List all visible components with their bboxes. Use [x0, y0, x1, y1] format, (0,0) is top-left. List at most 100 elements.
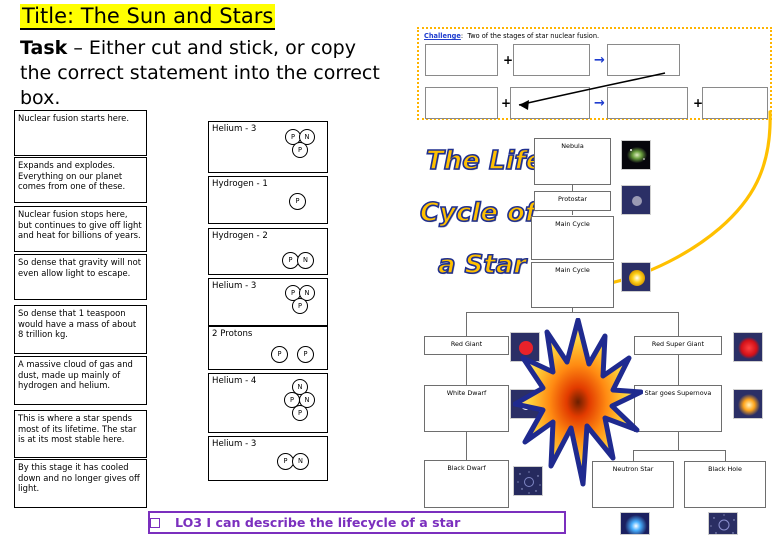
wordart-line-3: a Star: [437, 250, 527, 280]
statement-text: A massive cloud of gas and dust, made up…: [18, 359, 133, 391]
atom-box-2-protons[interactable]: 2 Protons P P: [208, 326, 328, 370]
statement-text: Nuclear fusion stops here, but continues…: [18, 209, 142, 241]
black-dwarf-image: [513, 466, 543, 496]
connector-line: [678, 312, 680, 336]
atom-box-helium-3b[interactable]: Helium - 3 P N P: [208, 278, 328, 326]
challenge-answer-box[interactable]: [425, 87, 498, 119]
atom-box-helium-3a[interactable]: Helium - 3 P N P: [208, 121, 328, 173]
neutron-circle: N: [297, 252, 314, 269]
black-hole-image: [708, 512, 738, 535]
connector-line: [633, 450, 726, 452]
statement-box[interactable]: Expands and explodes. Everything on our …: [14, 157, 147, 203]
challenge-answer-box[interactable]: [607, 44, 680, 76]
connector-line: [572, 185, 574, 191]
flow-box-black-dwarf[interactable]: Black Dwarf: [424, 460, 509, 508]
plus-sign: +: [501, 96, 512, 110]
statement-box[interactable]: By this stage it has cooled down and no …: [14, 459, 147, 508]
atom-box-hydrogen-2[interactable]: Hydrogen - 2 P N: [208, 228, 328, 275]
flow-box-neutron-star[interactable]: Neutron Star: [592, 461, 674, 508]
atom-box-hydrogen-1[interactable]: Hydrogen - 1 P: [208, 176, 328, 224]
connector-line: [466, 355, 468, 385]
wordart-line-1: The Life: [425, 146, 544, 176]
challenge-answer-box[interactable]: [513, 44, 590, 76]
connector-line: [633, 450, 635, 461]
atom-label: Hydrogen - 2: [212, 231, 268, 241]
explosion-starburst-icon: [513, 318, 643, 487]
flow-box-label: Black Dwarf: [447, 464, 486, 472]
page-title: Title: The Sun and Stars: [20, 4, 276, 30]
connector-line: [678, 432, 680, 450]
statement-box[interactable]: A massive cloud of gas and dust, made up…: [14, 356, 147, 405]
supernova-image: [733, 389, 763, 419]
challenge-prompt: Two of the stages of star nuclear fusion…: [467, 32, 600, 40]
connector-line: [725, 450, 727, 461]
flow-box-black-hole[interactable]: Black Hole: [684, 461, 766, 508]
flow-box-label: Red Super Giant: [651, 340, 705, 348]
flow-box-label: Main Cycle: [555, 220, 590, 228]
atom-label: Helium - 3: [212, 124, 257, 134]
nebula-image: [621, 140, 651, 170]
flow-box-protostar[interactable]: Protostar: [534, 191, 611, 211]
atom-box-helium-3c[interactable]: Helium - 3 P N: [208, 436, 328, 481]
challenge-panel: Challenge: Two of the stages of star nuc…: [417, 27, 772, 120]
learning-objective-bar: LO3 I can describe the lifecycle of a st…: [148, 511, 566, 534]
connector-line: [466, 312, 468, 336]
flow-box-supernova[interactable]: Star goes Supernova: [634, 385, 722, 432]
flow-box-main-cycle-1[interactable]: Main Cycle: [531, 216, 614, 260]
flow-box-label: Black Hole: [708, 465, 742, 473]
flow-box-red-super-giant[interactable]: Red Super Giant: [634, 336, 722, 355]
statement-text: By this stage it has cooled down and no …: [18, 462, 140, 494]
atom-label: Hydrogen - 1: [212, 179, 268, 189]
statement-text: Expands and explodes. Everything on our …: [18, 160, 126, 192]
statement-text: Nuclear fusion starts here.: [18, 113, 130, 123]
statement-box[interactable]: Nuclear fusion stops here, but continues…: [14, 206, 147, 252]
flow-box-nebula[interactable]: Nebula: [534, 138, 611, 185]
flow-box-red-giant[interactable]: Red Giant: [424, 336, 509, 355]
proton-circle: P: [292, 298, 308, 314]
statement-text: So dense that 1 teaspoon would have a ma…: [18, 308, 137, 340]
atom-label: Helium - 4: [212, 376, 257, 386]
flow-box-label: Main Cycle: [555, 266, 590, 274]
statement-box[interactable]: So dense that gravity will not even allo…: [14, 254, 147, 300]
proton-circle: P: [271, 346, 288, 363]
proton-circle: P: [297, 346, 314, 363]
checkbox-icon[interactable]: [150, 517, 160, 528]
flow-box-main-cycle-2[interactable]: Main Cycle: [531, 262, 614, 308]
task-label: Task: [20, 37, 68, 59]
arrow-icon: →: [594, 96, 605, 111]
atom-label: 2 Protons: [212, 329, 253, 339]
statement-box[interactable]: So dense that 1 teaspoon would have a ma…: [14, 305, 147, 354]
neutron-circle: N: [292, 453, 309, 470]
flow-box-label: Red Giant: [450, 340, 483, 348]
task-text: – Either cut and stick, or copy the corr…: [20, 37, 380, 109]
statement-text: This is where a star spends most of its …: [18, 413, 137, 445]
challenge-colon: :: [460, 32, 464, 40]
challenge-heading: Challenge: Two of the stages of star nuc…: [424, 32, 599, 41]
learning-objective-text: LO3 I can describe the lifecycle of a st…: [175, 514, 461, 530]
connector-line: [466, 312, 679, 314]
atom-box-helium-4[interactable]: Helium - 4 N P N P: [208, 373, 328, 433]
challenge-answer-box[interactable]: [702, 87, 768, 119]
challenge-answer-box[interactable]: [607, 87, 688, 119]
page-title-text: Title: The Sun and Stars: [20, 4, 276, 30]
red-super-giant-image: [733, 332, 763, 362]
statement-box[interactable]: Nuclear fusion starts here.: [14, 110, 147, 156]
plus-sign: +: [503, 53, 514, 67]
task-instruction: Task – Either cut and stick, or copy the…: [20, 36, 380, 111]
protostar-image: [621, 185, 651, 215]
proton-circle: P: [292, 405, 308, 421]
atom-label: Helium - 3: [212, 281, 257, 291]
statement-box[interactable]: This is where a star spends most of its …: [14, 410, 147, 458]
proton-circle: P: [292, 142, 308, 158]
neutron-circle: N: [299, 285, 315, 301]
challenge-answer-box[interactable]: [425, 44, 498, 76]
connector-line: [678, 355, 680, 385]
challenge-label: Challenge: [424, 32, 461, 40]
arrow-icon: →: [594, 53, 605, 68]
flow-box-label: White Dwarf: [446, 389, 487, 397]
neutron-star-image: [620, 512, 650, 535]
flow-box-white-dwarf[interactable]: White Dwarf: [424, 385, 509, 432]
statement-text: So dense that gravity will not even allo…: [18, 257, 142, 278]
plus-sign: +: [693, 96, 704, 110]
